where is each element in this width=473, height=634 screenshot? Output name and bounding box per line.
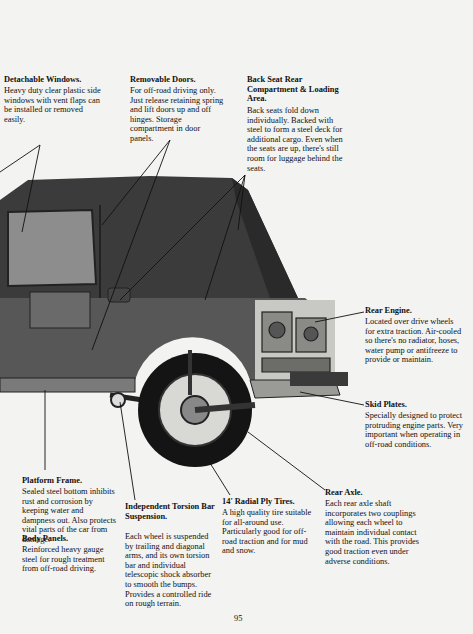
callout-heading: Rear Engine.: [365, 306, 465, 316]
callout-heading: Rear Axle.: [325, 488, 425, 498]
callout-heading: Body Panels.: [22, 534, 118, 544]
callout-text: Each wheel is suspended by trailing and …: [125, 532, 217, 609]
soft-top: [0, 176, 298, 300]
door-seam: [99, 205, 101, 300]
callout-text: Heavy duty clear plastic side windows wi…: [4, 86, 104, 124]
callout-heading: Removable Doors.: [130, 75, 230, 85]
callout-heading: Skid Plates.: [365, 400, 465, 410]
callout-heading: Detachable Windows.: [4, 75, 104, 85]
callout-text: Located over drive wheels for extra trac…: [365, 317, 465, 365]
door-handle: [108, 288, 130, 302]
page-number: 95: [234, 614, 264, 624]
door-panel: [30, 292, 90, 328]
engine-bay: [255, 300, 335, 380]
callout-text: Back seats fold down individually. Backe…: [247, 106, 345, 173]
torsion-bar: [111, 393, 125, 407]
callout-heading: Back Seat Rear Compartment & Loading Are…: [247, 75, 339, 104]
callout-text: For off-road driving only. Just release …: [130, 86, 225, 144]
shock-absorber: [188, 350, 192, 395]
rear-bumper: [290, 372, 348, 386]
callout-text: Reinforced heavy gauge steel for rough t…: [22, 545, 118, 574]
axle-shaft: [195, 405, 255, 410]
callout-text: Each rear axle shaft incorporates two co…: [325, 499, 425, 566]
callout-heading: Independent Torsion Bar Suspension.: [125, 502, 220, 521]
leader-lines: [0, 140, 364, 500]
callout-text: A high quality tire suitable for all-aro…: [222, 508, 317, 556]
platform-frame: [0, 378, 135, 392]
callout-text: Specially designed to protect protruding…: [365, 411, 465, 449]
callout-heading: 14' Radial Ply Tires.: [222, 497, 317, 507]
side-window: [8, 210, 96, 286]
callout-heading: Platform Frame.: [22, 476, 118, 486]
